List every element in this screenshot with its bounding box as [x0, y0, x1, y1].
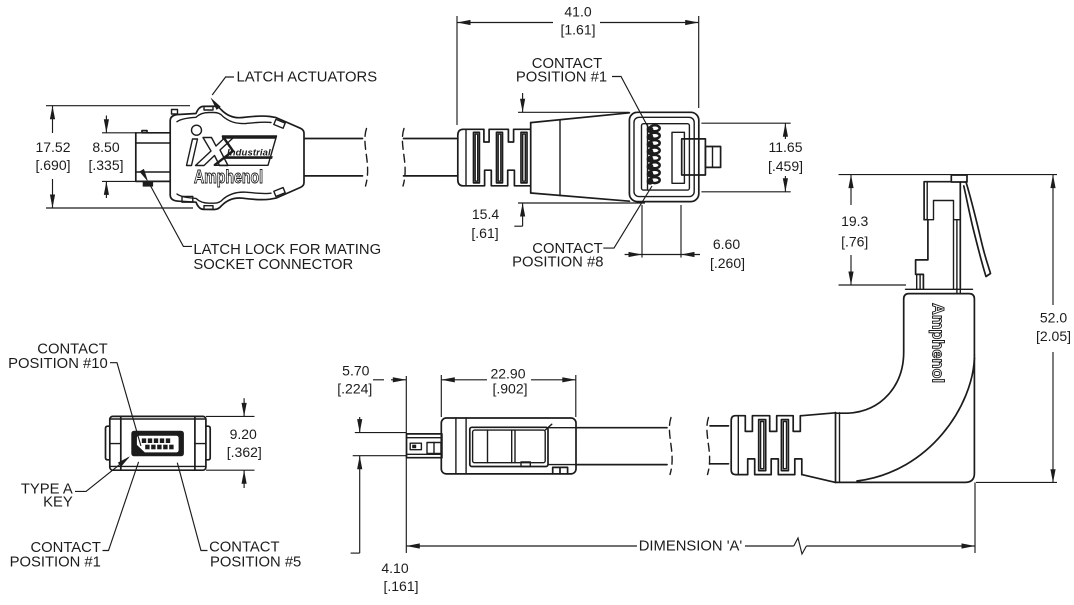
svg-text:CONTACT: CONTACT: [532, 241, 602, 257]
svg-text:Amphenol: Amphenol: [929, 303, 948, 383]
svg-text:LATCH ACTUATORS: LATCH ACTUATORS: [237, 70, 378, 86]
svg-text:[.61]: [.61]: [471, 225, 498, 241]
svg-text:[.690]: [.690]: [35, 157, 70, 173]
svg-text:TYPE A: TYPE A: [21, 482, 73, 498]
svg-text:8.50: 8.50: [92, 139, 119, 155]
svg-text:CONTACT: CONTACT: [30, 540, 100, 556]
svg-text:[2.05]: [2.05]: [1036, 328, 1071, 344]
svg-text:[.161]: [.161]: [383, 578, 418, 594]
svg-text:CONTACT: CONTACT: [532, 56, 602, 72]
svg-text:52.0: 52.0: [1040, 310, 1067, 326]
svg-text:Amphenol: Amphenol: [194, 167, 263, 187]
svg-text:11.65: 11.65: [769, 139, 803, 155]
svg-text:DIMENSION 'A': DIMENSION 'A': [639, 539, 743, 555]
svg-text:KEY: KEY: [43, 495, 73, 511]
svg-text:CONTACT: CONTACT: [37, 342, 107, 358]
svg-text:17.52: 17.52: [35, 139, 70, 155]
svg-text:6.60: 6.60: [713, 236, 740, 252]
svg-text:[.335]: [.335]: [88, 157, 123, 173]
svg-text:[.76]: [.76]: [841, 234, 868, 250]
svg-text:[.224]: [.224]: [337, 381, 372, 397]
svg-text:SOCKET CONNECTOR: SOCKET CONNECTOR: [193, 257, 353, 273]
svg-text:9.20: 9.20: [230, 426, 257, 442]
svg-text:41.0: 41.0: [564, 4, 591, 20]
svg-text:[.459]: [.459]: [768, 158, 803, 174]
svg-text:Industrial: Industrial: [227, 148, 271, 159]
svg-text:[1.61]: [1.61]: [560, 22, 595, 38]
svg-text:LATCH LOCK FOR MATING: LATCH LOCK FOR MATING: [193, 242, 381, 258]
svg-text:[.362]: [.362]: [227, 444, 262, 460]
svg-text:POSITION #5: POSITION #5: [210, 555, 301, 571]
svg-text:5.70: 5.70: [342, 363, 369, 379]
svg-text:POSITION #1: POSITION #1: [10, 555, 101, 571]
svg-text:22.90: 22.90: [490, 366, 525, 382]
svg-text:POSITION #8: POSITION #8: [512, 255, 603, 271]
svg-text:CONTACT: CONTACT: [209, 540, 279, 556]
svg-text:POSITION #10: POSITION #10: [8, 356, 108, 372]
svg-text:POSITION #1: POSITION #1: [516, 70, 607, 86]
svg-text:4.10: 4.10: [381, 560, 408, 576]
svg-text:19.3: 19.3: [841, 213, 868, 229]
svg-text:[.902]: [.902]: [492, 381, 527, 397]
svg-text:15.4: 15.4: [472, 206, 499, 222]
svg-text:[.260]: [.260]: [710, 255, 745, 271]
